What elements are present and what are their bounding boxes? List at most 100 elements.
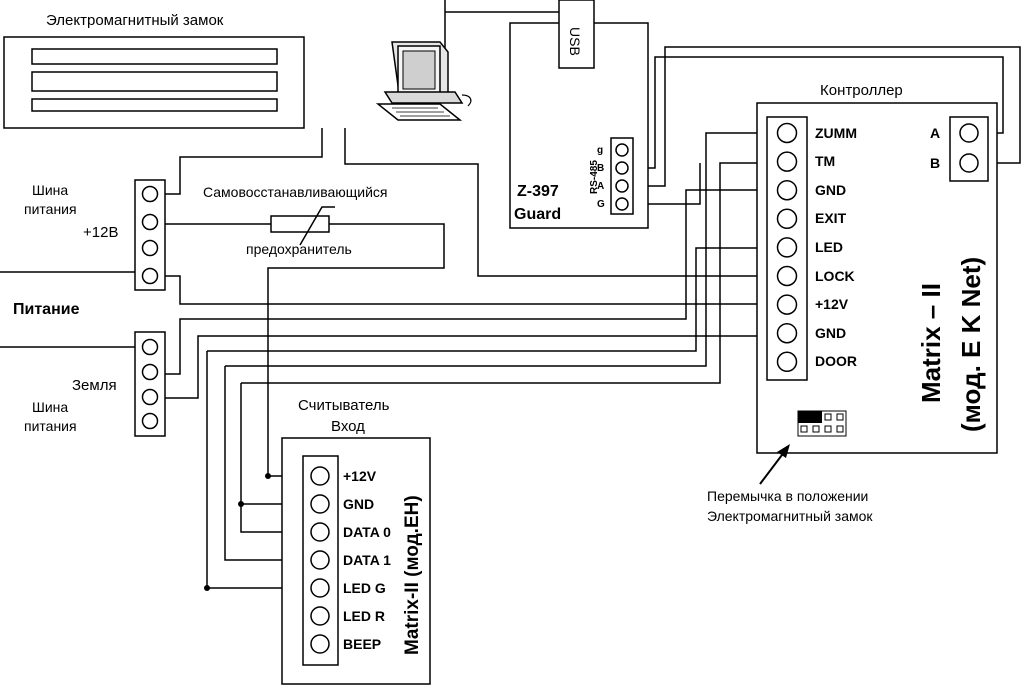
controller-terminal-pin bbox=[776, 151, 798, 172]
controller-terminal-label: LOCK bbox=[815, 268, 855, 284]
reader-model: Matrix-II (мод.EH) bbox=[402, 495, 423, 655]
reader-terminal-pin bbox=[310, 606, 330, 626]
junctions bbox=[204, 473, 271, 591]
rs485-label: RS-485 bbox=[589, 160, 600, 194]
junction-dot bbox=[238, 501, 244, 507]
converter-terminal-block bbox=[610, 137, 634, 215]
converter-pin-label: G bbox=[597, 199, 605, 210]
controller-terminal-label: DOOR bbox=[815, 353, 857, 369]
controller-terminal-label: EXIT bbox=[815, 210, 847, 226]
reader-terminal-label: +12V bbox=[343, 468, 377, 484]
resettable-fuse: Самовосстанавливающийся предохранитель bbox=[203, 184, 388, 257]
controller-terminal-label: GND bbox=[815, 325, 846, 341]
wire-lock-to-plus-bus bbox=[165, 128, 323, 195]
reader-terminal-label: DATA 0 bbox=[343, 524, 391, 540]
controller-terminal-label: LED bbox=[815, 239, 843, 255]
minus-bus-label-line1: Шина bbox=[32, 399, 68, 415]
converter-pin bbox=[615, 161, 629, 175]
plus-12-label: +12В bbox=[83, 224, 118, 241]
wire-rs485-a bbox=[630, 46, 1021, 187]
controller-terminal-pin bbox=[776, 265, 798, 287]
wire-plus-bus-to-controller bbox=[165, 275, 782, 305]
converter-pin-label: A bbox=[597, 181, 604, 192]
reader-terminal-label: LED R bbox=[343, 608, 385, 624]
electromagnetic-lock: Электромагнитный замок bbox=[3, 12, 305, 129]
usb-label: USB bbox=[567, 27, 583, 56]
controller-terminal-label: GND bbox=[815, 182, 846, 198]
jumper-note: Перемычка в положении Электромагнитный з… bbox=[707, 444, 873, 524]
plus-bus-label-line2: питания bbox=[24, 201, 77, 217]
ground-label: Земля bbox=[72, 377, 117, 394]
reader-terminal-pin bbox=[310, 466, 330, 486]
converter-pin bbox=[615, 197, 629, 211]
converter-pin bbox=[615, 179, 629, 193]
controller-rs485-pin bbox=[959, 153, 979, 173]
controller-title: Контроллер bbox=[820, 82, 903, 99]
ground-bus-pin bbox=[141, 363, 159, 381]
reader: Считыватель Вход +12V GND DATA 0 DATA 1 … bbox=[281, 397, 431, 685]
reader-terminal-pin bbox=[310, 634, 330, 654]
controller-terminal-pin bbox=[776, 208, 798, 230]
reader-terminal-pin bbox=[310, 550, 330, 570]
reader-terminal-label: LED G bbox=[343, 580, 386, 596]
ground-bus-pin bbox=[141, 412, 159, 430]
converter-pin-label: g bbox=[597, 145, 603, 156]
lock-bar bbox=[31, 98, 278, 112]
controller-terminal-pin bbox=[776, 294, 798, 315]
plus-bus-label-line1: Шина bbox=[32, 182, 68, 198]
controller-model-line1: Matrix – II bbox=[916, 283, 946, 403]
reader-terminal-label: BEEP bbox=[343, 636, 381, 652]
controller-rs485-label: A bbox=[930, 125, 940, 141]
jumper-note-line1: Перемычка в положении bbox=[707, 488, 868, 504]
plus-bus-pin bbox=[141, 239, 159, 257]
controller-terminal-pin bbox=[776, 237, 798, 258]
converter-name: Guard bbox=[514, 206, 561, 223]
reader-terminal-label: GND bbox=[343, 496, 374, 512]
controller-terminal-label: ZUMM bbox=[815, 125, 857, 141]
plus-bus-pin bbox=[141, 185, 159, 203]
controller-terminal-label: +12V bbox=[815, 296, 849, 312]
lock-title: Электромагнитный замок bbox=[46, 12, 224, 29]
controller: Контроллер ZUMM TM GND EXIT LED LOCK +12… bbox=[756, 82, 998, 454]
usb-port bbox=[558, 0, 595, 69]
plus-bus-pin bbox=[141, 267, 159, 285]
reader-title-line1: Считыватель bbox=[298, 397, 390, 414]
arrow-head-icon bbox=[777, 444, 790, 458]
minus-bus-label-line2: питания bbox=[24, 418, 77, 434]
fuse-slash bbox=[299, 206, 335, 246]
controller-rs485-pin bbox=[959, 123, 979, 143]
controller-model-line2: (мод. E K Net) bbox=[956, 257, 986, 432]
controller-rs485-label: B bbox=[930, 155, 940, 171]
jumper-header bbox=[797, 410, 847, 437]
junction-dot bbox=[204, 585, 210, 591]
controller-terminal-label: TM bbox=[815, 153, 835, 169]
z397-converter: USB Z-397 Guard RS-485 g B A G bbox=[509, 0, 649, 229]
fuse-label-line2: предохранитель bbox=[246, 241, 352, 257]
wire-rs485-b bbox=[630, 56, 1004, 169]
reader-terminal-label: DATA 1 bbox=[343, 552, 391, 568]
lock-bar bbox=[31, 71, 278, 92]
converter-model: Z-397 bbox=[517, 183, 559, 200]
reader-terminal-pin bbox=[310, 578, 330, 598]
plus-bus-pin bbox=[141, 213, 159, 231]
wire-lock-to-controller-lock bbox=[344, 128, 782, 277]
wire-fuse-to-controller-12v bbox=[267, 223, 445, 477]
wire-ground-to-controller-gnd bbox=[165, 189, 782, 375]
fuse-label-line1: Самовосстанавливающийся bbox=[203, 184, 388, 200]
power-section: Шина питания +12В Питание Земля Шина пит… bbox=[13, 179, 166, 437]
fuse-body bbox=[270, 215, 330, 233]
ground-bus-pin bbox=[141, 388, 159, 406]
controller-terminal-pin bbox=[776, 179, 798, 201]
reader-terminal-pin bbox=[310, 522, 330, 542]
controller-terminal-pin bbox=[776, 351, 798, 373]
wire-ground-to-controller-gnd2 bbox=[165, 335, 782, 399]
jumper-note-line2: Электромагнитный замок bbox=[707, 508, 873, 524]
computer-icon bbox=[375, 41, 472, 121]
lock-bar bbox=[31, 48, 278, 65]
ground-bus-pin bbox=[141, 338, 159, 356]
junction-dot bbox=[265, 473, 271, 479]
reader-title-line2: Вход bbox=[331, 418, 365, 435]
supply-label: Питание bbox=[13, 301, 80, 318]
converter-pin-label: B bbox=[597, 163, 604, 174]
